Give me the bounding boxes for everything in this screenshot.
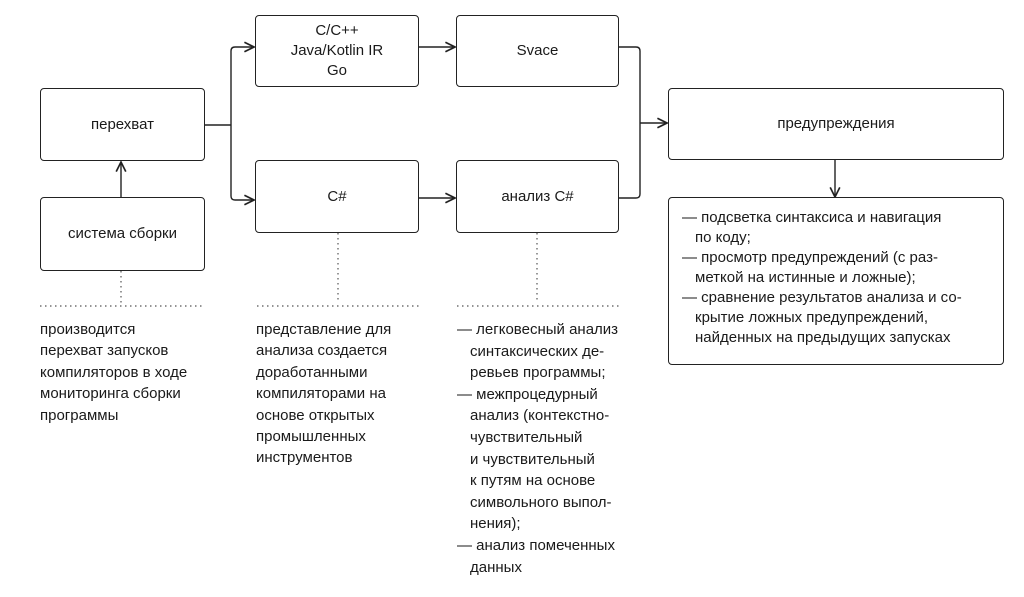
intercept-label: перехват <box>90 115 154 133</box>
warnings-box: предупреждения <box>668 88 1004 160</box>
build-system-note: производится перехват запусков компилято… <box>40 321 188 424</box>
arrow-fork-to-csharp <box>230 125 254 200</box>
warnings-item: сравнение результатов анализа и со- крыт… <box>682 288 1003 348</box>
native-frontends-box: C/C++ Java/Kotlin IR Go <box>255 15 419 87</box>
analysis-item: легковесный анализ синтаксических де- ре… <box>457 319 618 384</box>
warnings-item: просмотр предупреждений (с раз- меткой н… <box>682 248 1003 288</box>
svace-box: Svace <box>456 15 619 87</box>
arrow-analysis-merge <box>619 120 641 199</box>
svace-label: Svace <box>516 42 559 59</box>
build-system-box: система сборки <box>40 197 205 271</box>
analysis-item: межпроцедурный анализ (контекстно- чувст… <box>457 384 618 535</box>
arrow-svace-merge <box>619 46 641 120</box>
csharp-frontend-label: C# <box>327 187 347 205</box>
warnings-list: подсветка синтаксиса и навигация по коду… <box>669 198 1003 348</box>
frontends-note: представление для анализа создается дора… <box>256 321 392 467</box>
warnings-label: предупреждения <box>777 115 895 132</box>
native-frontends-label: C/C++ Java/Kotlin IR Go <box>290 22 384 79</box>
analysis-list: легковесный анализ синтаксических де- ре… <box>457 319 618 578</box>
arrow-fork-to-native <box>230 47 254 125</box>
csharp-frontend-box: C# <box>255 160 419 233</box>
warnings-list-box: подсветка синтаксиса и навигация по коду… <box>668 197 1004 365</box>
csharp-analysis-box: анализ C# <box>456 160 619 233</box>
build-system-label: система сборки <box>68 225 177 242</box>
warnings-item: подсветка синтаксиса и навигация по коду… <box>682 208 1003 248</box>
intercept-box: перехват <box>40 88 205 161</box>
csharp-analysis-label: анализ C# <box>501 187 574 205</box>
analysis-item: анализ помеченных данных <box>457 535 618 578</box>
